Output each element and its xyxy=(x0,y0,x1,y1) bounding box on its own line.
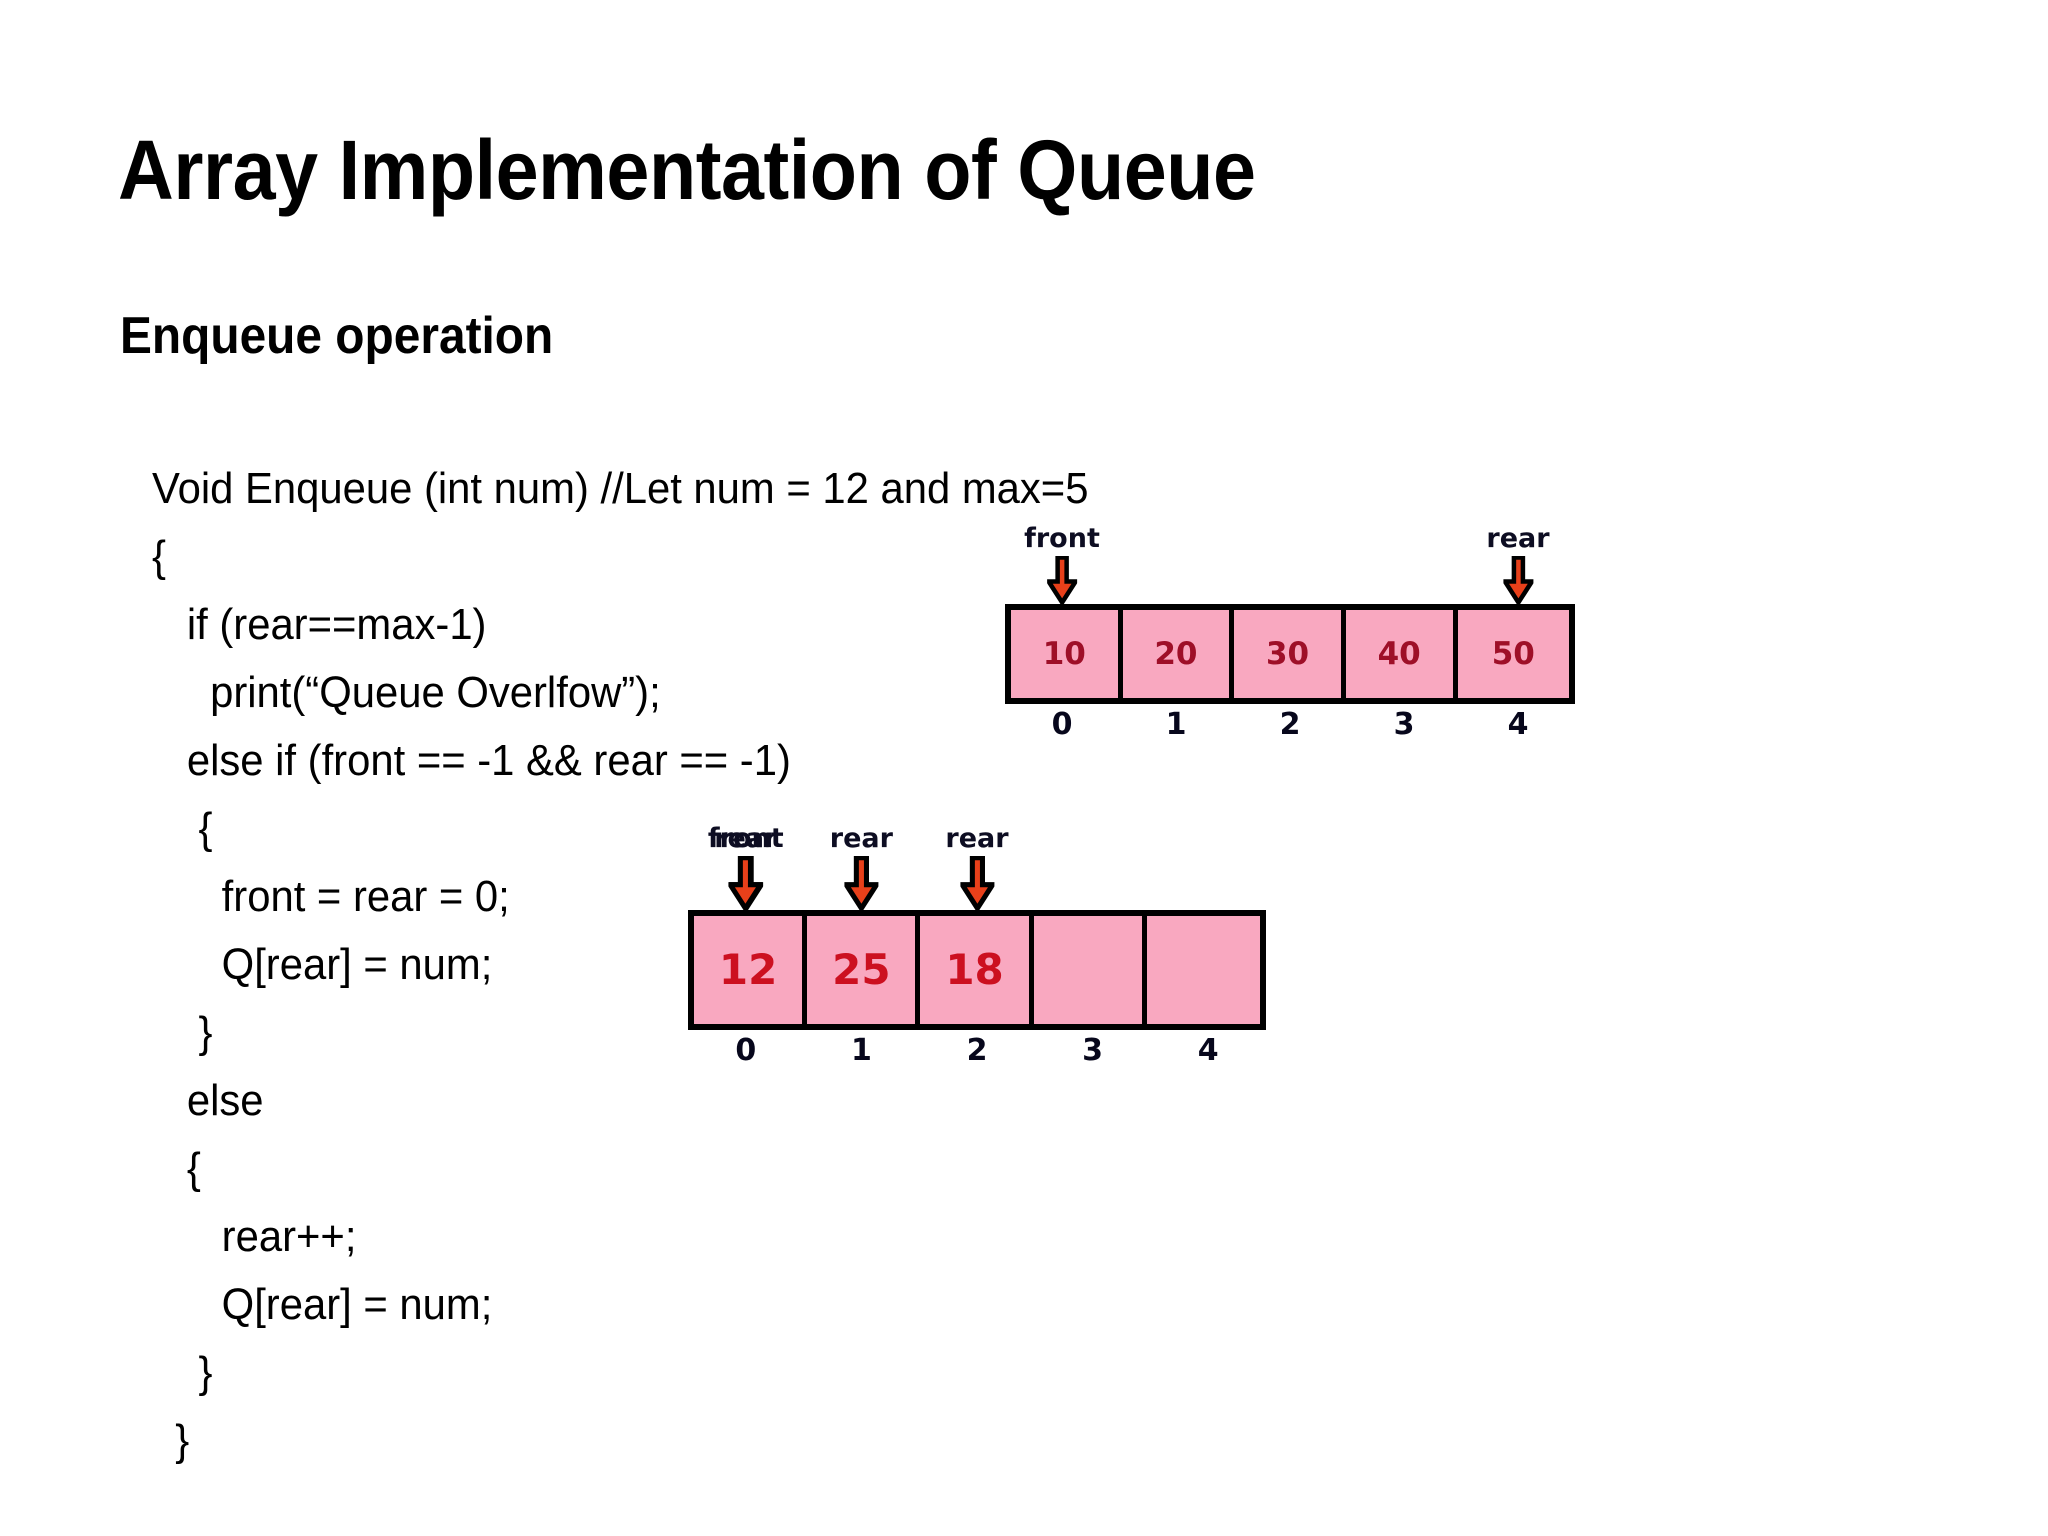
pointer-row: front rear xyxy=(1005,512,1575,604)
array-cell xyxy=(1146,916,1260,1024)
code-line: if (rear==max-1) xyxy=(152,600,487,649)
array-cell-value: 20 xyxy=(1154,635,1198,672)
code-line: Q[rear] = num; xyxy=(152,940,493,989)
code-line: } xyxy=(152,1416,190,1465)
array-index-label: 1 xyxy=(1165,707,1187,742)
code-line: front = rear = 0; xyxy=(152,872,510,921)
array-cells: 12 25 18 xyxy=(688,910,1266,1030)
queue-array-diagram-full: front rear 10 20 30 40 50 0 1 2 3 4 xyxy=(1005,512,1575,758)
array-index-row: 0 1 2 3 4 xyxy=(1005,704,1575,758)
pointer-rear: rear xyxy=(830,825,893,910)
pointer-label: front xyxy=(1024,523,1100,554)
code-line: { xyxy=(152,804,213,853)
pointer-label: rear xyxy=(945,823,1009,854)
array-cell: 18 xyxy=(920,916,1034,1024)
array-cell: 10 xyxy=(1011,610,1123,698)
page-title: Array Implementation of Queue xyxy=(118,123,1256,217)
arrow-down-icon xyxy=(728,856,763,910)
code-block: Void Enqueue (int num) //Let num = 12 an… xyxy=(152,455,1252,1475)
array-cell: 50 xyxy=(1457,610,1570,698)
array-index-label: 3 xyxy=(1393,707,1415,742)
pointer-front: front xyxy=(1024,525,1100,604)
code-line: else xyxy=(152,1076,264,1125)
array-cells: 10 20 30 40 50 xyxy=(1005,604,1575,704)
pointer-label: rear xyxy=(1486,523,1550,554)
code-line: else if (front == -1 && rear == -1) xyxy=(152,736,791,785)
array-cell-value: 10 xyxy=(1042,635,1086,672)
array-cell-value: 40 xyxy=(1377,635,1421,672)
code-line: } xyxy=(152,1348,213,1397)
array-index-label: 0 xyxy=(1051,707,1073,742)
array-cell-value: 50 xyxy=(1491,635,1535,672)
code-line: Q[rear] = num; xyxy=(152,1280,493,1329)
array-index-label: 3 xyxy=(1082,1033,1104,1068)
array-index-label: 0 xyxy=(735,1033,757,1068)
array-cell: 40 xyxy=(1345,610,1458,698)
pointer-rear: rear xyxy=(1486,523,1550,604)
array-index-row: 0 1 2 3 4 xyxy=(688,1030,1266,1084)
array-cell: 12 xyxy=(694,916,808,1024)
array-cell-value: 18 xyxy=(945,945,1004,994)
array-cell-value: 12 xyxy=(718,945,778,994)
code-line: print(“Queue Overlfow”); xyxy=(152,668,661,717)
array-index-label: 2 xyxy=(966,1033,988,1068)
array-cell xyxy=(1033,916,1147,1024)
section-heading: Enqueue operation xyxy=(120,307,554,365)
arrow-down-icon xyxy=(1047,556,1077,604)
code-line: } xyxy=(152,1008,213,1057)
pointer-label: rear xyxy=(829,823,893,854)
array-cell: 20 xyxy=(1122,610,1235,698)
arrow-down-icon xyxy=(844,856,879,910)
array-index-label: 2 xyxy=(1279,707,1301,742)
array-index-label: 4 xyxy=(1507,707,1529,742)
array-cell-value: 25 xyxy=(832,945,891,994)
pointer-rear: rear xyxy=(945,823,1009,910)
array-index-label: 1 xyxy=(850,1033,872,1068)
array-cell-value: 30 xyxy=(1265,635,1310,672)
pointer-label: rear xyxy=(714,823,778,854)
pointer-label: front xyxy=(707,823,784,854)
code-line: { xyxy=(152,1144,201,1193)
code-line: { xyxy=(152,532,166,581)
arrow-down-icon xyxy=(1502,556,1533,604)
arrow-down-icon xyxy=(959,856,994,910)
code-line: rear++; xyxy=(152,1212,357,1261)
pointer-rear: rear xyxy=(714,825,777,910)
code-line: Void Enqueue (int num) //Let num = 12 an… xyxy=(152,464,1089,513)
array-cell: 25 xyxy=(807,916,921,1024)
array-index-label: 4 xyxy=(1197,1033,1219,1068)
array-cell: 30 xyxy=(1234,610,1346,698)
